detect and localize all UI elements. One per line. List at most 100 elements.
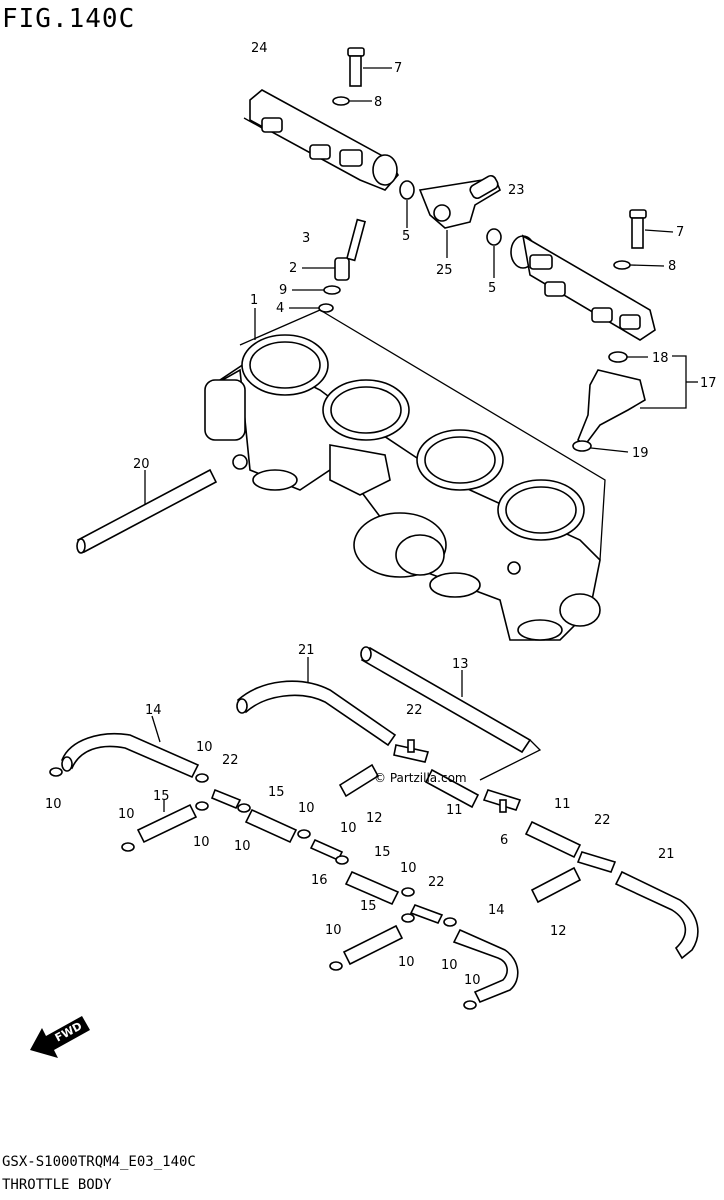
hose-12-a[interactable] — [338, 763, 380, 798]
clamp-10-f[interactable] — [297, 829, 311, 839]
callout-2: 2 — [289, 261, 297, 276]
callout-25: 25 — [436, 263, 453, 278]
callout-14-left: 14 — [145, 703, 162, 718]
callout-10-g: 10 — [340, 821, 357, 836]
injector-17[interactable] — [577, 369, 646, 447]
o-ring-19[interactable] — [572, 440, 629, 453]
callout-8-upper: 8 — [374, 95, 382, 110]
tee-joint-6[interactable] — [482, 789, 522, 813]
callout-9: 9 — [279, 283, 287, 298]
callout-3: 3 — [302, 231, 310, 246]
clamp-10-c[interactable] — [121, 842, 135, 852]
clamp-10-h[interactable] — [401, 887, 415, 897]
o-ring-5-right[interactable] — [486, 228, 502, 278]
bolt-7-lower[interactable] — [629, 209, 674, 249]
tee-joint-22-c[interactable] — [576, 851, 617, 873]
callout-1: 1 — [250, 293, 258, 308]
hose-21-left[interactable] — [236, 657, 397, 747]
clamp-10-g[interactable] — [335, 855, 349, 865]
figure-title: FIG.140C — [2, 4, 136, 34]
washer-8-upper[interactable] — [332, 96, 372, 106]
o-ring-9[interactable] — [292, 285, 341, 295]
callout-10-c: 10 — [118, 807, 135, 822]
hose-14-left[interactable] — [61, 715, 200, 779]
hose-15-a[interactable] — [136, 800, 198, 844]
callout-12-b: 12 — [550, 924, 567, 939]
spring-2[interactable] — [302, 257, 350, 281]
callout-10-l: 10 — [464, 973, 481, 988]
callout-11-b: 11 — [554, 797, 571, 812]
hose-15-c[interactable] — [344, 870, 400, 906]
adjust-screw-3[interactable] — [345, 218, 367, 262]
tee-joint-22-d[interactable] — [409, 904, 444, 924]
callout-10-a: 10 — [196, 740, 213, 755]
callout-17: 17 — [700, 376, 717, 391]
callout-15-b: 15 — [268, 785, 285, 800]
callout-23: 23 — [508, 183, 525, 198]
clamp-10-a[interactable] — [49, 767, 63, 777]
callout-12-a: 12 — [366, 811, 383, 826]
callout-22-a: 22 — [406, 703, 423, 718]
hose-11-b[interactable] — [524, 820, 582, 859]
callout-19: 19 — [632, 446, 649, 461]
clamp-10-b[interactable] — [195, 773, 209, 783]
callout-21-right: 21 — [658, 847, 675, 862]
fwd-arrow-icon: FWD — [30, 1016, 90, 1058]
watermark: © Partzilla.com — [374, 771, 467, 785]
callout-14-right: 14 — [488, 903, 505, 918]
clamp-10-e[interactable] — [237, 803, 251, 813]
hose-20[interactable] — [76, 468, 218, 554]
callout-10-h: 10 — [400, 861, 417, 876]
callout-10-k: 10 — [441, 958, 458, 973]
clamp-10-i[interactable] — [329, 961, 343, 971]
callout-13: 13 — [452, 657, 469, 672]
callout-15-d: 15 — [360, 899, 377, 914]
hose-15-b[interactable] — [244, 808, 298, 844]
clamp-10-j[interactable] — [401, 913, 415, 923]
clamp-10-d[interactable] — [195, 801, 209, 811]
callout-7-lower: 7 — [676, 225, 684, 240]
clamp-10-l[interactable] — [463, 1000, 477, 1010]
callout-7-upper: 7 — [394, 61, 402, 76]
callout-15-c: 15 — [374, 845, 391, 860]
callout-5-right: 5 — [488, 281, 496, 296]
fuel-joint-25[interactable] — [418, 174, 502, 258]
callout-11-a: 11 — [446, 803, 463, 818]
callout-10-i: 10 — [325, 923, 342, 938]
fuel-rail-left[interactable] — [243, 89, 399, 191]
callout-8-lower: 8 — [668, 259, 676, 274]
callout-10-j: 10 — [398, 955, 415, 970]
hose-11-a[interactable] — [424, 768, 480, 809]
throttle-body-1[interactable] — [204, 309, 606, 641]
model-code: GSX-S1000TRQM4_E03_140C — [2, 1154, 196, 1170]
o-ring-18[interactable] — [608, 351, 648, 363]
callout-10-d: 10 — [193, 835, 210, 850]
tee-joint-22-a[interactable] — [393, 739, 430, 763]
callout-21-left: 21 — [298, 643, 315, 658]
callout-10-e: 10 — [298, 801, 315, 816]
hose-13[interactable] — [360, 646, 532, 754]
clamp-10-k[interactable] — [443, 917, 457, 927]
callout-10-b: 10 — [45, 797, 62, 812]
callout-18: 18 — [652, 351, 669, 366]
hose-21-right[interactable] — [614, 870, 699, 960]
washer-4[interactable] — [289, 303, 334, 313]
o-ring-5-left[interactable] — [399, 180, 415, 228]
bolt-7-upper[interactable] — [347, 47, 392, 87]
hose-14-right[interactable] — [452, 928, 519, 1004]
callout-15-a: 15 — [153, 789, 170, 804]
callout-22-d: 22 — [428, 875, 445, 890]
callout-22-c: 22 — [594, 813, 611, 828]
callout-24: 24 — [251, 41, 268, 56]
tee-joint-22-b[interactable] — [210, 788, 242, 810]
callout-5-left: 5 — [402, 229, 410, 244]
callout-6: 6 — [500, 833, 508, 848]
section-name: THROTTLE BODY — [2, 1177, 112, 1193]
washer-8-lower[interactable] — [613, 260, 665, 270]
hose-12-b[interactable] — [530, 866, 582, 904]
callout-22-b: 22 — [222, 753, 239, 768]
hose-15-d[interactable] — [342, 924, 404, 966]
fuel-rail-right[interactable] — [510, 234, 656, 341]
callout-16: 16 — [311, 873, 328, 888]
